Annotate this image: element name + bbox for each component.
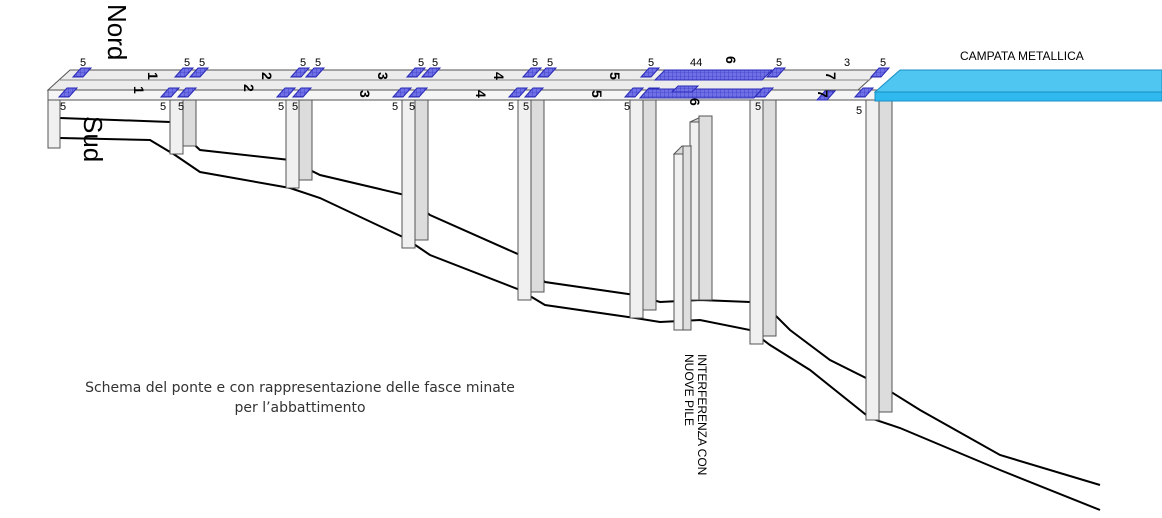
mined-band-south-7 xyxy=(407,87,429,98)
mined-band-south-5 xyxy=(291,87,313,98)
mined-band-south-4 xyxy=(275,87,297,98)
band-count-north: 5 xyxy=(880,57,886,69)
band-count-north: 5 xyxy=(80,57,86,69)
band-count-south: 5 xyxy=(508,101,514,113)
metal-span-label: CAMPATA METALLICA xyxy=(960,49,1084,63)
pier-3 xyxy=(401,99,429,249)
span-numbers: 1 2 3 4 5 6 7 1 2 3 4 5 6 7 xyxy=(131,56,839,106)
band-count-north: 5 xyxy=(648,57,654,69)
mined-band-north-7 xyxy=(420,67,442,78)
band-count-south: 5 xyxy=(160,101,166,113)
pier-5 xyxy=(629,99,657,319)
mined-band-north-6 xyxy=(405,67,427,78)
mined-band-north-10 xyxy=(639,67,661,78)
band-count-north: 5 xyxy=(184,57,190,69)
pier-2 xyxy=(285,99,313,189)
band-count-north: 44 xyxy=(690,57,702,69)
pier-4 xyxy=(517,99,545,301)
mined-band-south-1 xyxy=(57,87,79,98)
span-number-north: 1 xyxy=(145,72,161,80)
mined-band-north-3 xyxy=(188,67,210,78)
band-count-north: 5 xyxy=(418,57,424,69)
band-count-north: 3 xyxy=(844,57,850,69)
span-number-south: 7 xyxy=(815,90,831,98)
span-number-north: 7 xyxy=(823,72,839,80)
band-count-south: 5 xyxy=(624,101,630,113)
band-count-south: 5 xyxy=(178,101,184,113)
mined-band-south-10 xyxy=(623,87,645,98)
mined-band-south-13 xyxy=(853,87,875,98)
pier-7 xyxy=(865,99,893,421)
band-count-north: 5 xyxy=(547,57,553,69)
mined-band-north-13 xyxy=(869,67,891,78)
new-piles xyxy=(672,115,713,331)
mined-band-south-9 xyxy=(523,87,545,98)
band-count-north: 5 xyxy=(432,57,438,69)
mined-band-span-6 xyxy=(638,69,774,99)
mined-band-north-8 xyxy=(521,67,543,78)
pier-6 xyxy=(749,99,777,345)
caption-line-1: Schema del ponte e con rappresentazione … xyxy=(85,380,515,396)
interference-label: INTERFERENZA CON NUOVE PILE xyxy=(682,354,709,476)
span-number-south: 2 xyxy=(241,84,257,92)
ground-line-upper xyxy=(59,117,1101,486)
span-number-north: 3 xyxy=(375,72,391,80)
piers xyxy=(169,99,893,421)
band-count-south: 5 xyxy=(409,101,415,113)
span-number-north: 4 xyxy=(491,72,507,80)
band-count-north: 5 xyxy=(199,57,205,69)
span-number-north: 6 xyxy=(723,56,739,64)
mined-band-south-3 xyxy=(176,87,198,98)
band-count-north: 5 xyxy=(776,57,782,69)
mined-band-south-8 xyxy=(507,87,529,98)
mined-band-north-4 xyxy=(289,67,311,78)
band-count-south: 5 xyxy=(523,101,529,113)
caption-line-2: per l’abbattimento xyxy=(234,400,366,416)
span-number-north: 5 xyxy=(607,72,623,80)
mined-band-north-11 xyxy=(765,67,787,78)
band-count-north: 5 xyxy=(315,57,321,69)
south-label: Sud xyxy=(78,116,108,162)
caption: Schema del ponte e con rappresentazione … xyxy=(40,378,560,418)
span-number-south: 1 xyxy=(131,86,147,94)
mined-band-north-9 xyxy=(536,67,558,78)
band-count-north: 5 xyxy=(300,57,306,69)
mined-band-south-2 xyxy=(159,87,181,98)
span-number-south: 4 xyxy=(473,90,489,98)
span-number-north: 2 xyxy=(259,72,275,80)
band-count-south: 5 xyxy=(292,101,298,113)
span-number-south: 6 xyxy=(687,98,703,106)
band-count-south: 5 xyxy=(856,105,862,117)
mined-band-north-2 xyxy=(173,67,195,78)
band-count-north: 5 xyxy=(532,57,538,69)
north-label: Nord xyxy=(102,4,132,60)
span-number-south: 5 xyxy=(589,90,605,98)
band-count-south: 5 xyxy=(755,101,761,113)
mined-band-south-6 xyxy=(391,87,413,98)
band-count-south: 5 xyxy=(60,101,66,113)
band-count-south: 5 xyxy=(392,101,398,113)
mined-band-north-12 xyxy=(815,90,837,101)
span-number-south: 3 xyxy=(357,90,373,98)
mined-band-north-5 xyxy=(304,67,326,78)
mined-band-north-1 xyxy=(71,67,93,78)
mined-bands xyxy=(57,67,891,101)
band-count-south: 5 xyxy=(278,101,284,113)
ground-line-lower xyxy=(59,137,1101,511)
metal-span xyxy=(873,69,1162,102)
